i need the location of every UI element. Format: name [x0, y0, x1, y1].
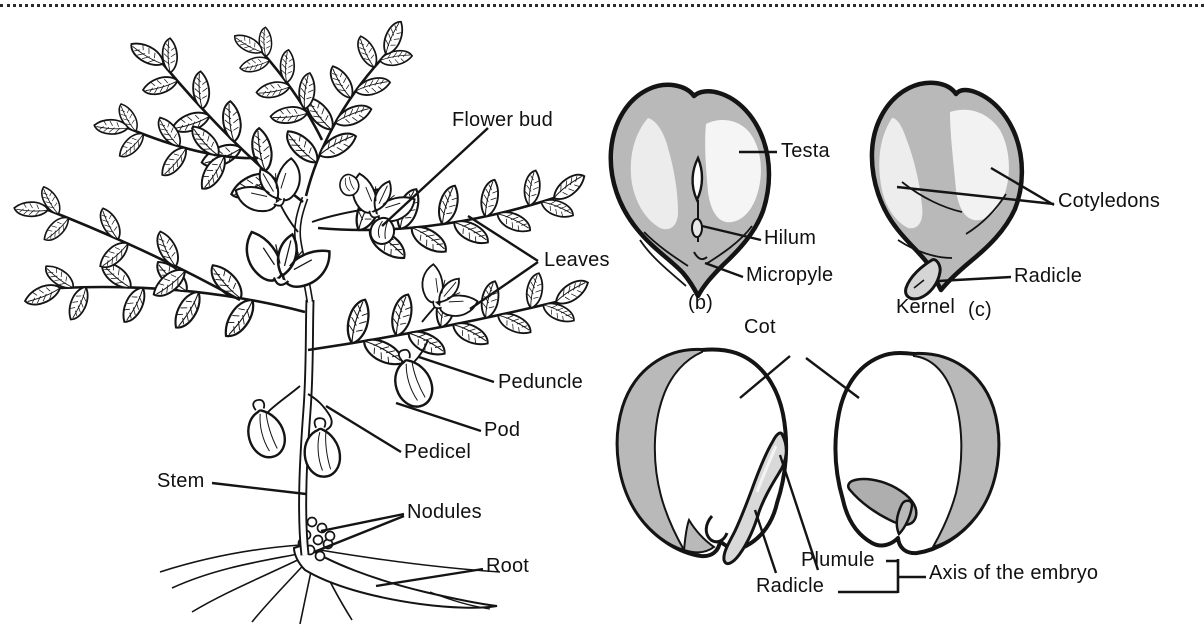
label-plumule: Plumule — [801, 549, 875, 571]
axis-bracket — [838, 559, 926, 594]
label-stem: Stem — [157, 470, 205, 492]
label-leaves: Leaves — [544, 249, 610, 271]
seed-c-illustration — [869, 80, 1025, 301]
micropyle-shape — [693, 251, 708, 261]
label-pod: Pod — [484, 419, 521, 441]
root-system — [159, 543, 501, 625]
nodules-cluster — [297, 516, 336, 562]
label-kernel: Kernel — [896, 296, 956, 318]
plant-illustration — [12, 17, 593, 625]
label-nodules: Nodules — [407, 501, 482, 523]
seed-b-illustration — [608, 82, 772, 299]
embryo-illustration — [615, 347, 1001, 566]
embryo-axis-shape — [722, 431, 788, 566]
label-root: Root — [486, 555, 530, 577]
label-radicle-embryo: Radicle — [756, 575, 825, 597]
label-cot-partial: Cot — [744, 316, 776, 338]
flowers — [230, 151, 483, 328]
hilum-shape — [691, 218, 703, 238]
label-cotyledons: Cotyledons — [1058, 190, 1161, 212]
label-axis-of-embryo: Axis of the embryo — [929, 562, 1099, 584]
label-radicle-kernel: Radicle — [1014, 265, 1083, 287]
top-dotted-border — [0, 4, 1204, 7]
label-testa: Testa — [781, 140, 830, 162]
caption-b: (b) — [688, 292, 714, 314]
kernel-radicle-shape — [904, 258, 942, 301]
label-pedicel: Pedicel — [404, 441, 471, 463]
stem — [294, 196, 315, 556]
label-hilum: Hilum — [764, 227, 817, 249]
caption-c: (c) — [968, 299, 992, 321]
foliage — [12, 17, 593, 376]
label-peduncle: Peduncle — [498, 371, 583, 393]
label-flower-bud: Flower bud — [452, 109, 553, 131]
label-micropyle: Micropyle — [746, 264, 834, 286]
leader-lines — [211, 127, 1055, 594]
